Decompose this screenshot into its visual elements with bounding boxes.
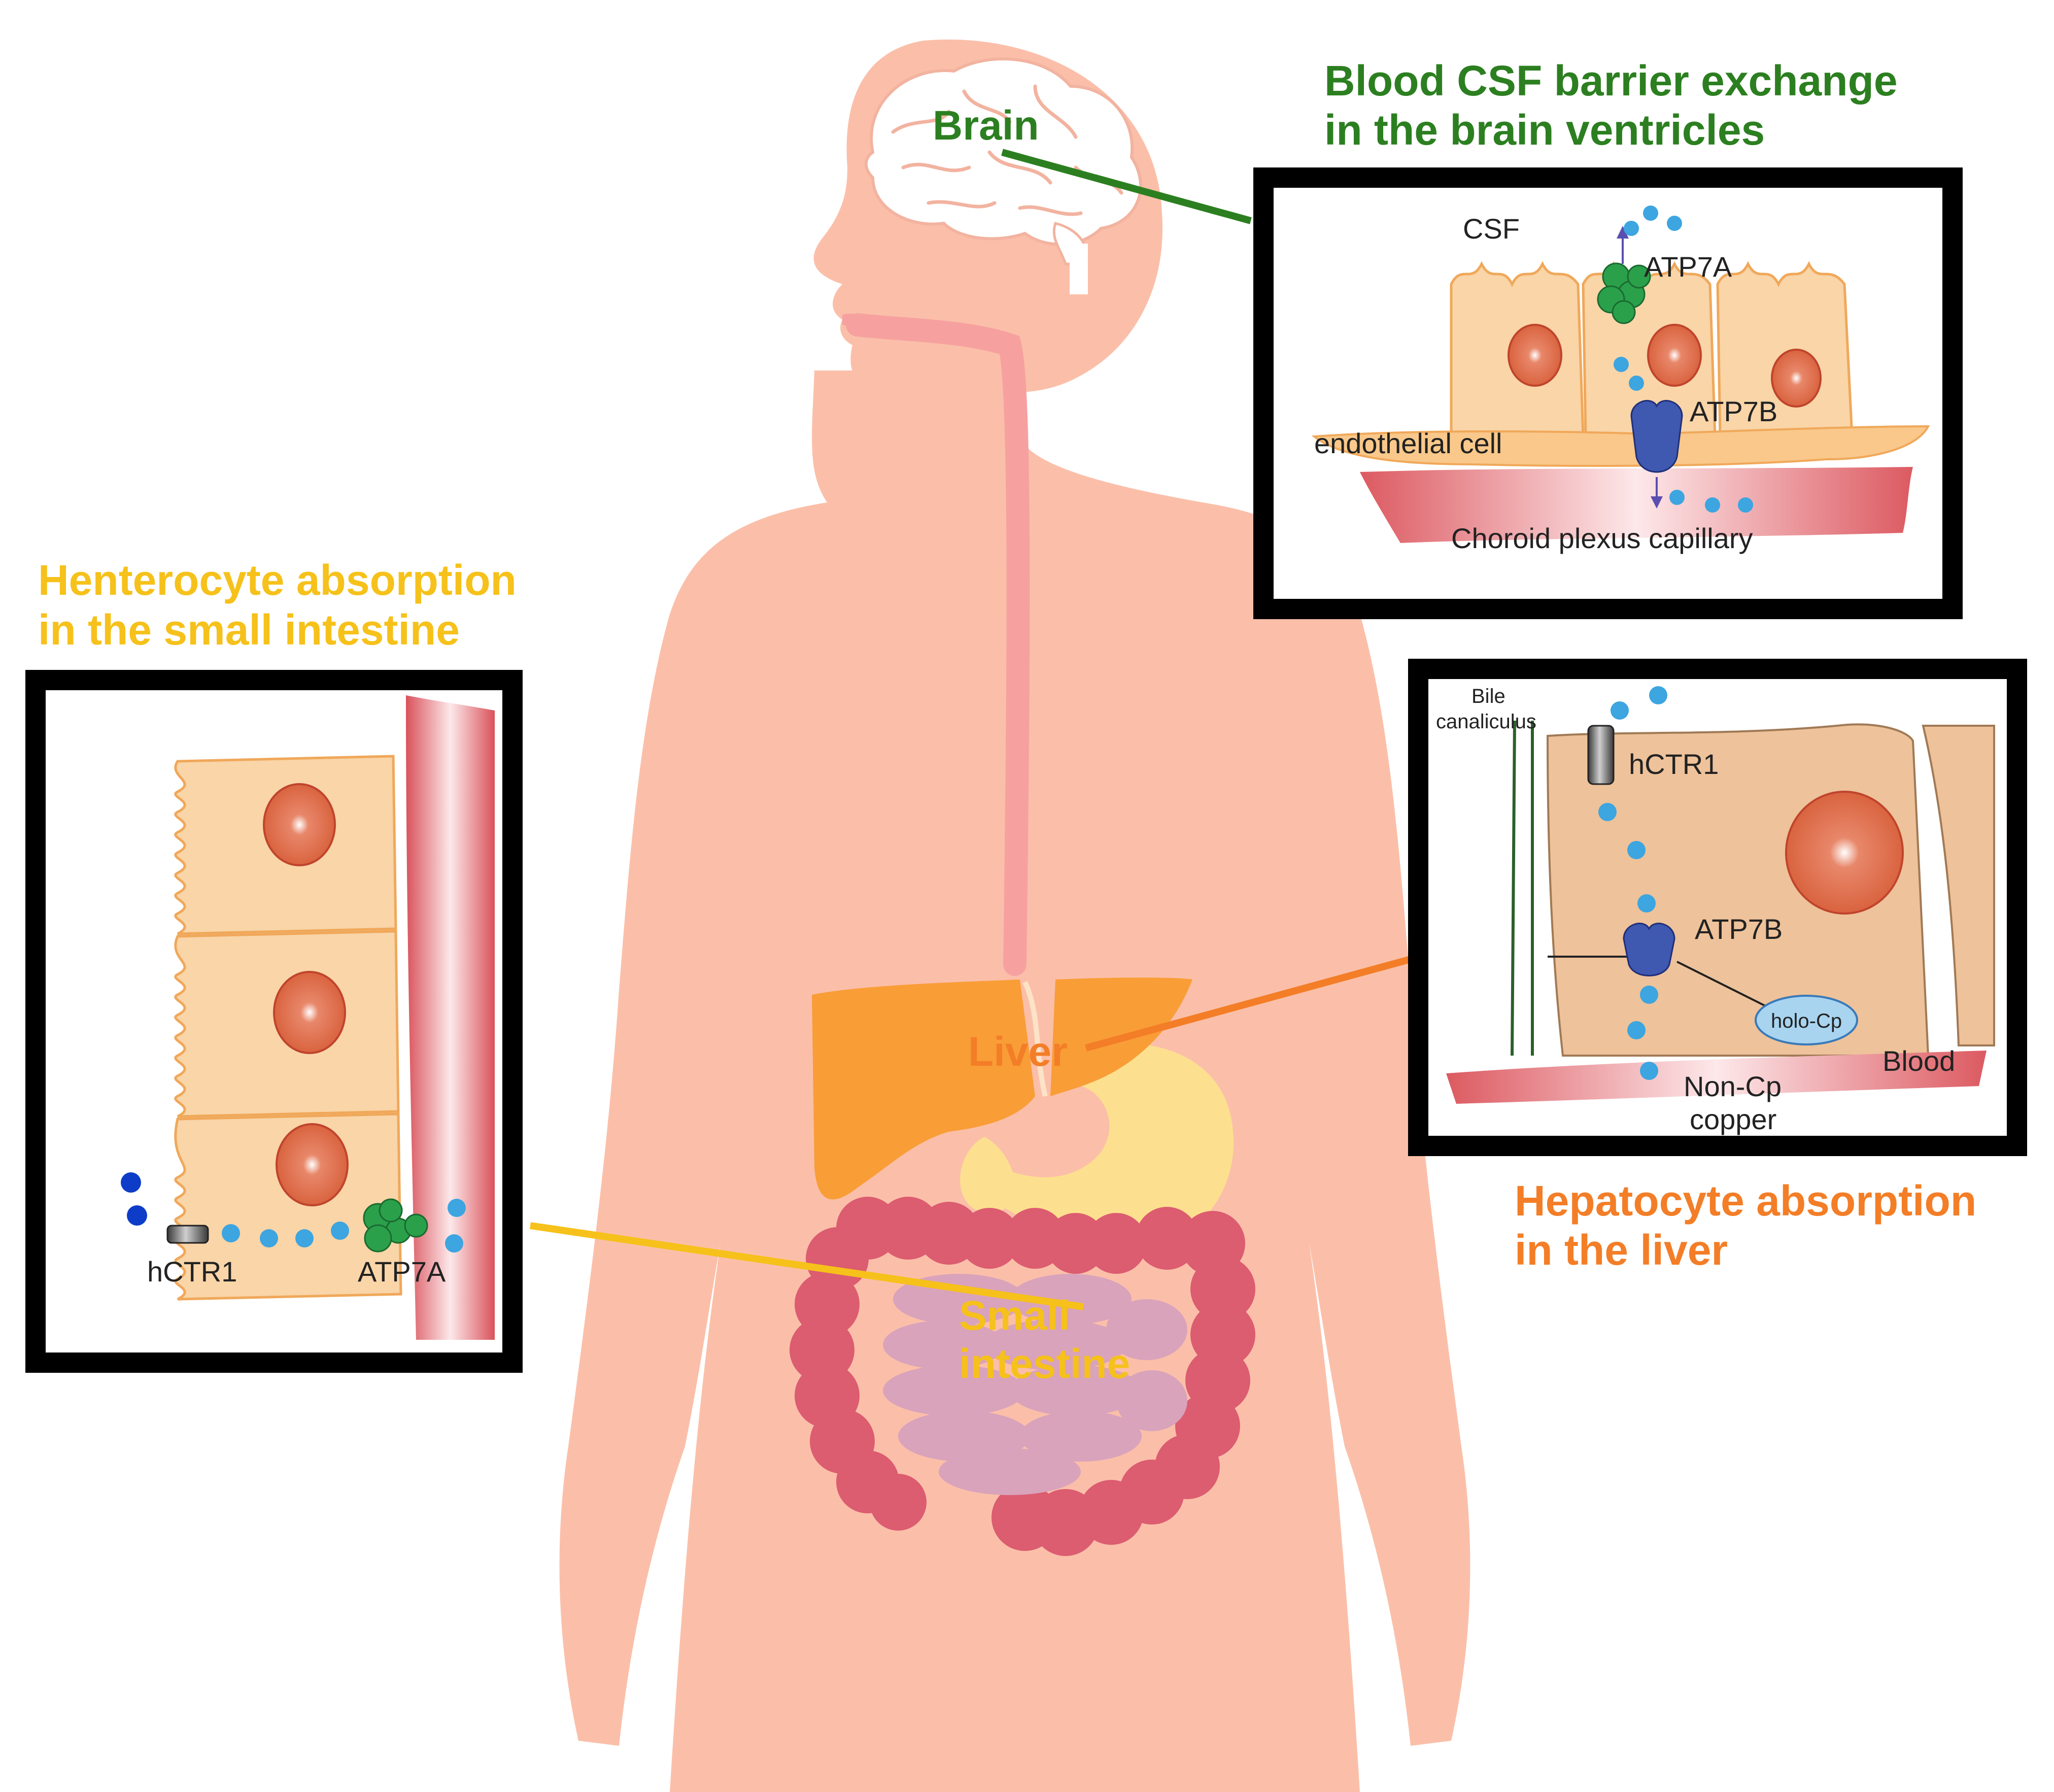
nucleus-icon <box>1771 349 1822 408</box>
duodenum <box>960 1137 1016 1213</box>
hepatic-blood-vessel <box>1446 1051 1987 1104</box>
holo-cp-label: holo-Cp <box>1771 1010 1842 1032</box>
intestine-connector-line <box>529 1222 1084 1310</box>
brain-title-line1: Blood CSF barrier exchange <box>1324 57 1898 105</box>
capillary-label: Choroid plexus capillary <box>1451 522 1753 554</box>
nucleus-icon <box>1785 791 1904 915</box>
hctr1-transporter-icon <box>1587 725 1615 785</box>
atp7a-transporter-icon <box>1597 262 1651 324</box>
liver-hctr1-label: hCTR1 <box>1629 748 1719 780</box>
copper-ions <box>1614 206 1753 513</box>
arrow-head <box>1617 226 1629 239</box>
holo-cp-protein <box>1755 995 1858 1045</box>
nucleus-icon <box>1508 324 1562 387</box>
connector <box>1676 961 1769 1008</box>
csf-label: CSF <box>1463 213 1520 245</box>
choroid-plexus-capillary <box>1360 467 1913 543</box>
brain-title-line2: in the brain ventricles <box>1324 106 1765 154</box>
brain-atp7b-label: ATP7B <box>1690 395 1777 427</box>
noncp-label-line2: copper <box>1690 1103 1776 1135</box>
nucleus-icon <box>263 783 336 866</box>
liver-organ-label: Liver <box>968 1029 1068 1075</box>
mouth-shading <box>842 314 879 335</box>
esophagus <box>846 313 1030 976</box>
blood-label: Blood <box>1882 1045 1955 1077</box>
liver-title-line2: in the liver <box>1515 1226 1728 1274</box>
intestine-icon <box>883 1274 1187 1495</box>
intestine-atp7a-label: ATP7A <box>358 1256 446 1288</box>
nucleus-icon <box>273 971 346 1054</box>
brain-connector-line <box>1001 149 1252 224</box>
endothelial-cell-layer <box>1311 425 1930 467</box>
copper-ions <box>1598 686 1667 1080</box>
atp7b-transporter-icon <box>1623 923 1675 976</box>
copper-ions <box>121 1172 466 1253</box>
liver-title-line1: Hepatocyte absorption <box>1515 1177 1976 1225</box>
intestine-title-line2: in the small intestine <box>38 606 460 654</box>
nucleus-icon <box>276 1123 349 1206</box>
brain-organ-label: Brain <box>933 103 1039 149</box>
atp7a-transporter-icon <box>363 1198 428 1253</box>
bile-label-line1: Bile <box>1471 685 1505 707</box>
enterocyte-panel: hCTR1 ATP7A <box>25 670 523 1373</box>
large-intestine <box>790 1197 1255 1556</box>
hctr1-transporter-icon <box>166 1225 209 1244</box>
intestine-hctr1-label: hCTR1 <box>147 1256 237 1288</box>
neighbor-cell <box>1922 725 1995 1046</box>
intestinal-capillary <box>406 695 495 1340</box>
endothelial-cell-label: endothelial cell <box>1314 427 1502 459</box>
noncp-label-line1: Non-Cp <box>1684 1070 1782 1102</box>
atp7b-transporter-icon <box>1630 400 1683 473</box>
intestine-title-line1: Henterocyte absorption <box>38 556 517 604</box>
bile-canaliculus <box>1511 720 1534 1056</box>
liver-connector-line <box>1085 956 1412 1052</box>
intestine-organ-label-line2: intestine <box>959 1341 1130 1387</box>
stomach-icon <box>961 1043 1234 1253</box>
arrow-head <box>1651 496 1663 509</box>
nucleus-icon <box>1647 324 1702 387</box>
hepatocyte-panel: Bile canaliculus hCTR1 ATP7B holo-Cp Blo… <box>1408 659 2027 1156</box>
liver-atp7b-label: ATP7B <box>1695 913 1783 945</box>
brain-atp7a-label: ATP7A <box>1644 251 1732 283</box>
brain-ventricle-panel: CSF ATP7A ATP7B endothelial cell Choroid… <box>1253 167 1963 619</box>
bile-label-line2: canaliculus <box>1436 711 1536 733</box>
